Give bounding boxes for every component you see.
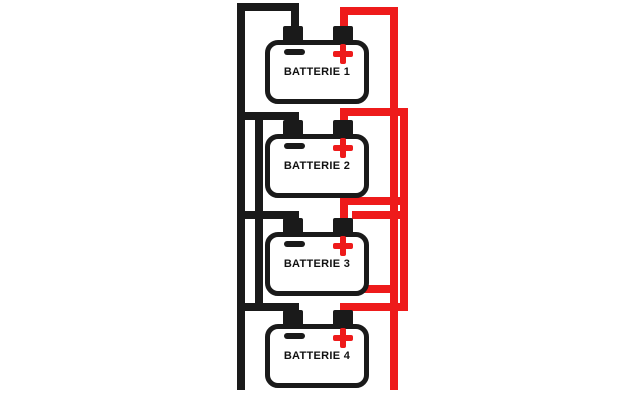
battery4-positive-link-wire: [352, 285, 394, 293]
battery-1: BATTERIE 1: [265, 26, 369, 104]
battery2-negative-stub-wire: [291, 112, 299, 122]
battery2-negative-branch-wire: [241, 112, 299, 120]
negative-top-wire: [237, 3, 299, 11]
plus-icon: [333, 44, 353, 64]
battery4-negative-stub-wire: [291, 303, 299, 312]
battery4-negative-branch-wire: [241, 303, 299, 311]
battery3-negative-stub-wire: [291, 211, 299, 220]
battery-body: [265, 324, 369, 388]
positive-top-wire: [340, 7, 398, 15]
battery-label: BATTERIE 2: [283, 160, 351, 172]
battery3-negative-branch-wire: [241, 211, 299, 219]
battery2-positive-branch-wire: [344, 108, 408, 116]
battery3-positive-link-wire: [352, 211, 402, 219]
plus-icon: [333, 236, 353, 256]
negative-bus-outer-wire: [237, 3, 245, 390]
battery3-positive-stub-wire: [340, 197, 348, 219]
battery-label: BATTERIE 3: [283, 258, 351, 270]
positive-terminal-icon: [333, 310, 353, 325]
battery-label: BATTERIE 4: [283, 350, 351, 362]
positive-terminal-icon: [333, 26, 353, 41]
negative-terminal-icon: [283, 310, 303, 325]
battery1-negative-stub-wire: [291, 3, 299, 27]
minus-icon: [284, 333, 305, 339]
battery-body: [265, 232, 369, 296]
plus-icon: [333, 138, 353, 158]
negative-terminal-icon: [283, 120, 303, 135]
minus-icon: [284, 241, 305, 247]
battery4-positive-branch-wire: [344, 303, 408, 311]
negative-terminal-icon: [283, 218, 303, 233]
minus-icon: [284, 49, 305, 55]
battery2-positive-stub-wire: [340, 108, 348, 121]
positive-terminal-icon: [333, 218, 353, 233]
battery-label: BATTERIE 1: [283, 66, 351, 78]
plus-icon: [333, 328, 353, 348]
battery-2: BATTERIE 2: [265, 120, 369, 198]
battery4-positive-stub-wire: [340, 303, 348, 311]
battery1-positive-stub-wire: [340, 7, 348, 27]
battery-body: [265, 40, 369, 104]
minus-icon: [284, 143, 305, 149]
battery-body: [265, 134, 369, 198]
positive-bus-outer-wire: [400, 108, 408, 311]
battery3-positive-branch-wire: [344, 197, 408, 205]
positive-terminal-icon: [333, 120, 353, 135]
negative-terminal-icon: [283, 26, 303, 41]
battery-3: BATTERIE 3: [265, 218, 369, 296]
battery-4: BATTERIE 4: [265, 310, 369, 388]
